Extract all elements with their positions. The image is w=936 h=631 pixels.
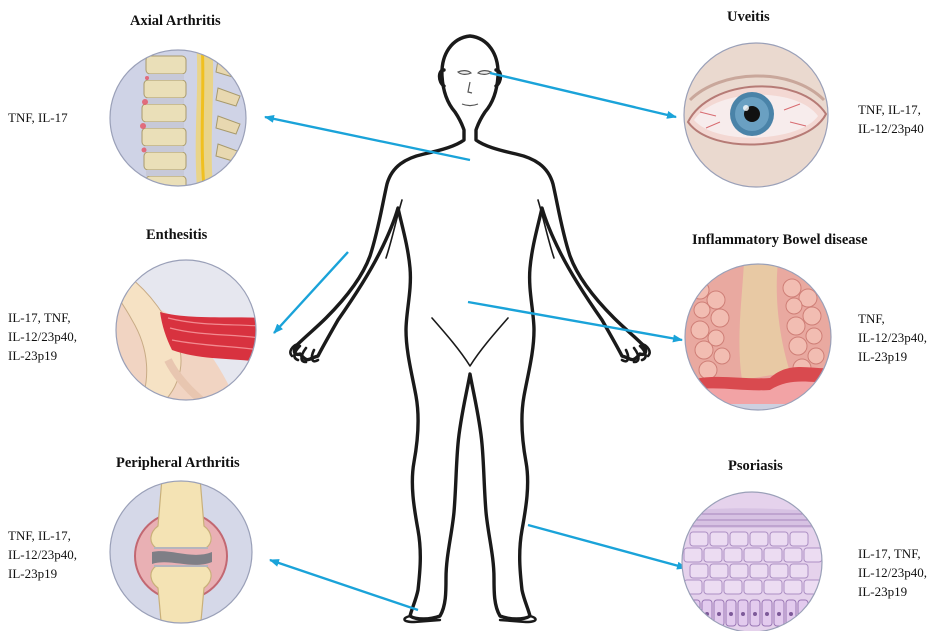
cytokine-line: IL-23p19 [858, 582, 927, 601]
peripheral-cytokines: TNF, IL-17, IL-12/23p40, IL-23p19 [8, 526, 77, 583]
enthesitis-cytokines: IL-17, TNF, IL-12/23p40, IL-23p19 [8, 308, 77, 365]
cytokine-line: TNF, IL-17 [8, 108, 68, 127]
uveitis-title: Uveitis [727, 9, 770, 26]
cytokine-line: IL-17, TNF, [8, 308, 77, 327]
ibd-cytokines: TNF, IL-12/23p40, IL-23p19 [858, 309, 927, 366]
arrows [265, 73, 686, 610]
cytokine-line: IL-12/23p40 [858, 119, 924, 138]
face [458, 71, 491, 106]
intestine-icon [684, 262, 834, 412]
cytokine-line: TNF, IL-17, [858, 100, 924, 119]
cytokine-line: IL-17, TNF, [858, 544, 927, 563]
psoriasis-title: Psoriasis [728, 458, 783, 475]
cytokine-line: IL-12/23p40, [8, 327, 77, 346]
cytokine-line: IL-23p19 [8, 564, 77, 583]
cytokine-line: IL-12/23p40, [858, 328, 927, 347]
cytokine-line: IL-12/23p40, [8, 545, 77, 564]
cytokine-line: IL-23p19 [858, 347, 927, 366]
arrow-uveitis [490, 73, 676, 117]
human-body-outline [290, 36, 649, 622]
skin-icon [680, 490, 824, 631]
eye-icon [680, 40, 832, 192]
cytokine-line: IL-23p19 [8, 346, 77, 365]
arrow-peripheral [270, 560, 418, 610]
spine-icon [110, 40, 250, 200]
cytokine-line: IL-12/23p40, [858, 563, 927, 582]
arrow-axial [265, 117, 470, 160]
joint-icon [108, 478, 254, 631]
tendon-icon [110, 255, 270, 410]
arrow-psoriasis [528, 525, 686, 568]
axial-cytokines: TNF, IL-17 [8, 108, 68, 127]
enthesitis-title: Enthesitis [146, 227, 207, 244]
cytokine-line: TNF, IL-17, [8, 526, 77, 545]
axial-arthritis-title: Axial Arthritis [130, 13, 221, 30]
cytokine-line: TNF, [858, 309, 927, 328]
psoriasis-cytokines: IL-17, TNF, IL-12/23p40, IL-23p19 [858, 544, 927, 601]
arrow-ibd [468, 302, 682, 340]
peripheral-arthritis-title: Peripheral Arthritis [116, 455, 240, 472]
ibd-title: Inflammatory Bowel disease [692, 232, 868, 249]
uveitis-cytokines: TNF, IL-17, IL-12/23p40 [858, 100, 924, 138]
